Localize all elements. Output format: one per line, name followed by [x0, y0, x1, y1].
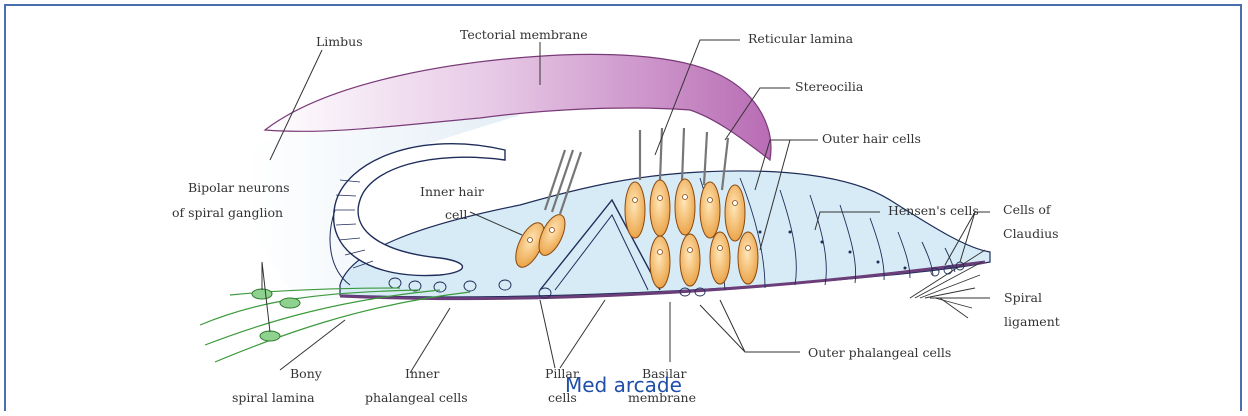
label-hensens-cells: Hensen's cells — [888, 203, 979, 218]
label-bipolar-neurons: Bipolar neurons — [188, 180, 290, 195]
label-limbus: Limbus — [316, 34, 363, 49]
label-tectorial-membrane: Tectorial membrane — [460, 27, 588, 42]
label-inner-hair: Inner hair — [420, 184, 484, 199]
label-spiral-lamina: spiral lamina — [232, 390, 315, 405]
label-outer-phalangeal-cells: Outer phalangeal cells — [808, 345, 951, 360]
neuron-soma-1 — [252, 289, 272, 299]
label-spiral: Spiral — [1004, 290, 1042, 305]
label-ligament: ligament — [1004, 314, 1060, 329]
label-reticular-lamina: Reticular lamina — [748, 31, 854, 46]
overlay-caption: Med arcade — [565, 373, 682, 397]
label-bony: Bony — [290, 366, 323, 381]
neuron-soma-2 — [280, 298, 300, 308]
label-inner: Inner — [405, 366, 439, 381]
neuron-soma-3 — [260, 331, 280, 341]
label-claudius: Claudius — [1003, 226, 1059, 241]
label-inner-hair-cell: cell — [445, 207, 467, 222]
label-phalangeal-cells: phalangeal cells — [365, 390, 468, 405]
label-spiral-ganglion: of spiral ganglion — [172, 205, 283, 220]
label-outer-hair-cells: Outer hair cells — [822, 131, 921, 146]
label-cells-of: Cells of — [1003, 202, 1052, 217]
label-stereocilia: Stereocilia — [795, 79, 864, 94]
